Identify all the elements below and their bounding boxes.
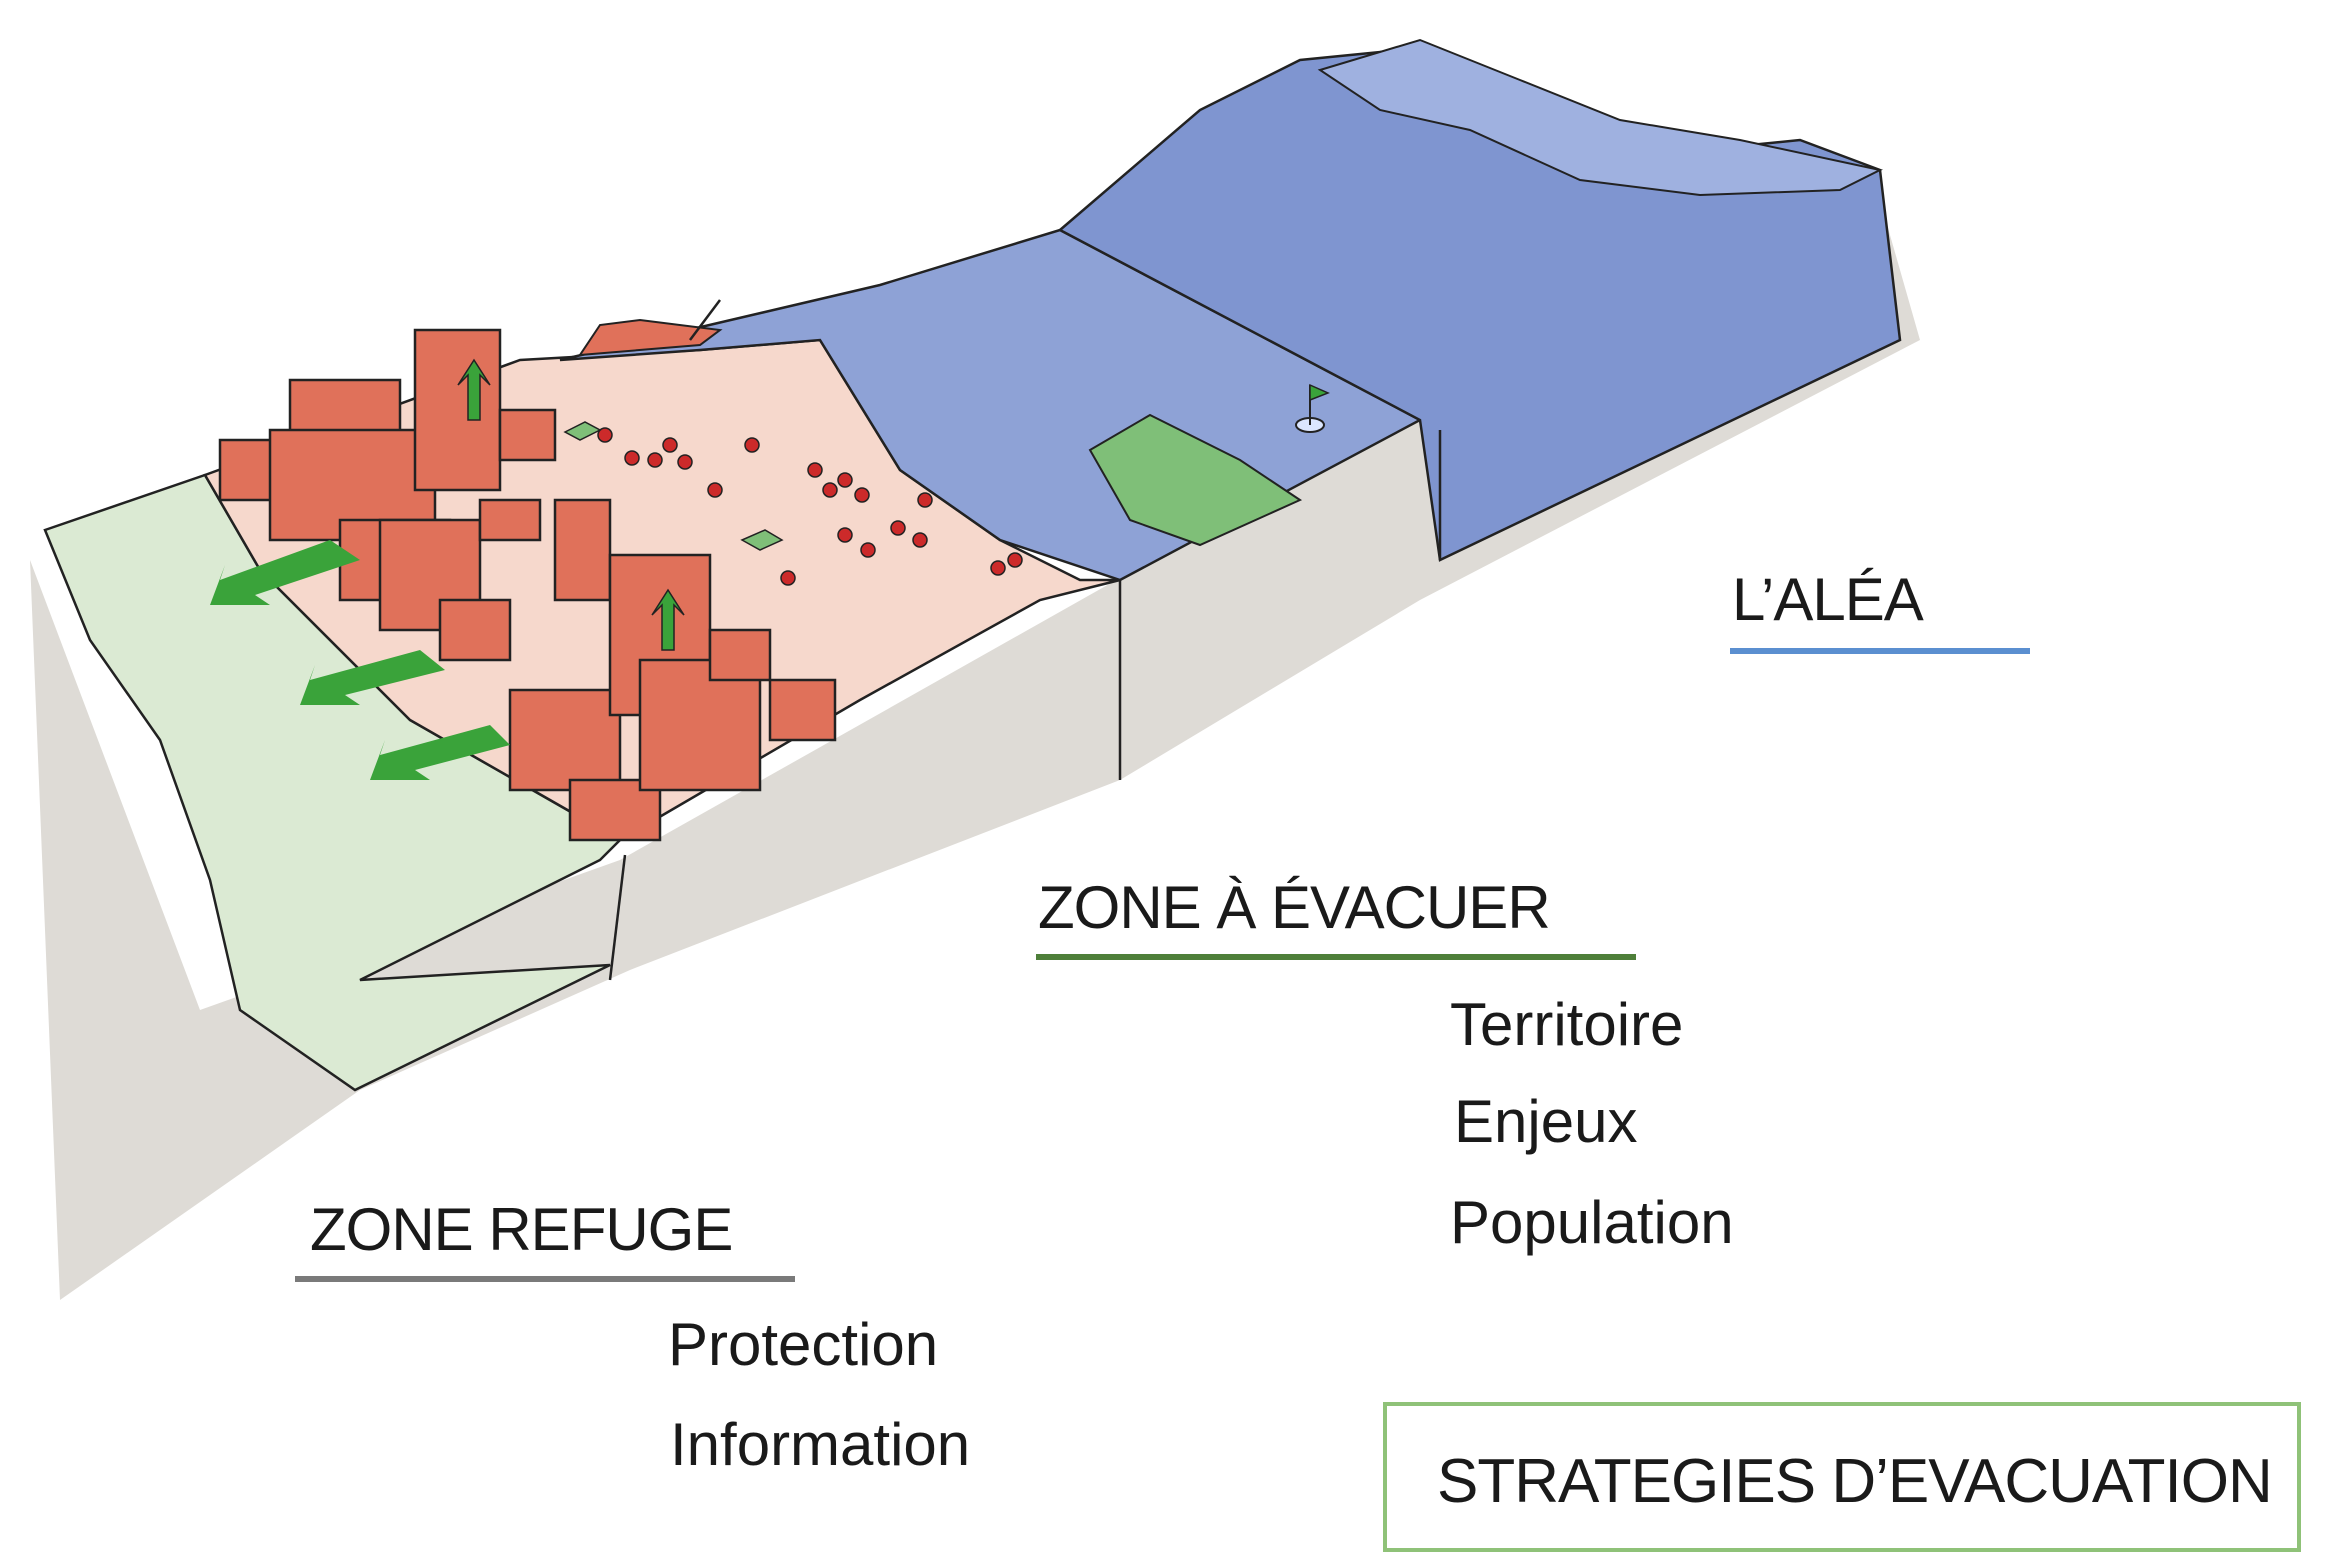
evacuer-underline	[1036, 954, 1636, 960]
refuge-item-information: Information	[670, 1411, 971, 1478]
sign-1	[563, 421, 602, 441]
boat-crane	[689, 299, 721, 341]
population-figures	[597, 427, 1023, 586]
refuge-title: ZONE REFUGE	[310, 1196, 733, 1263]
buildings-cluster-south	[508, 553, 837, 842]
evacuation-arrow-2	[300, 650, 445, 705]
refuge-underline	[295, 1276, 795, 1282]
evacuation-arrow-1	[210, 540, 360, 605]
sign-2	[740, 529, 784, 551]
evacuer-item-population: Population	[1450, 1189, 1734, 1256]
evacuation-arrow-3	[370, 725, 510, 780]
evacuer-item-enjeux: Enjeux	[1454, 1088, 1638, 1155]
alea-title: L’ALÉA	[1732, 566, 1924, 633]
boat	[578, 318, 723, 357]
buildings-cluster-north	[218, 328, 612, 662]
vertical-refuge-arrow-2	[651, 588, 685, 651]
strategy-title: STRATEGIES D’EVACUATION	[1437, 1447, 2273, 1516]
alea-underline	[1730, 648, 2030, 654]
wave-crest	[1317, 38, 1883, 197]
evacuer-title: ZONE À ÉVACUER	[1038, 874, 1551, 941]
vertical-refuge-arrow-1	[457, 358, 491, 421]
section-line-1	[608, 854, 627, 981]
strategy-box: STRATEGIES D’EVACUATION	[1383, 1402, 2301, 1552]
dike	[1088, 413, 1303, 547]
refuge-item-protection: Protection	[668, 1311, 939, 1378]
evacuer-item-territoire: Territoire	[1450, 991, 1684, 1058]
buoy-flag	[1295, 383, 1330, 433]
